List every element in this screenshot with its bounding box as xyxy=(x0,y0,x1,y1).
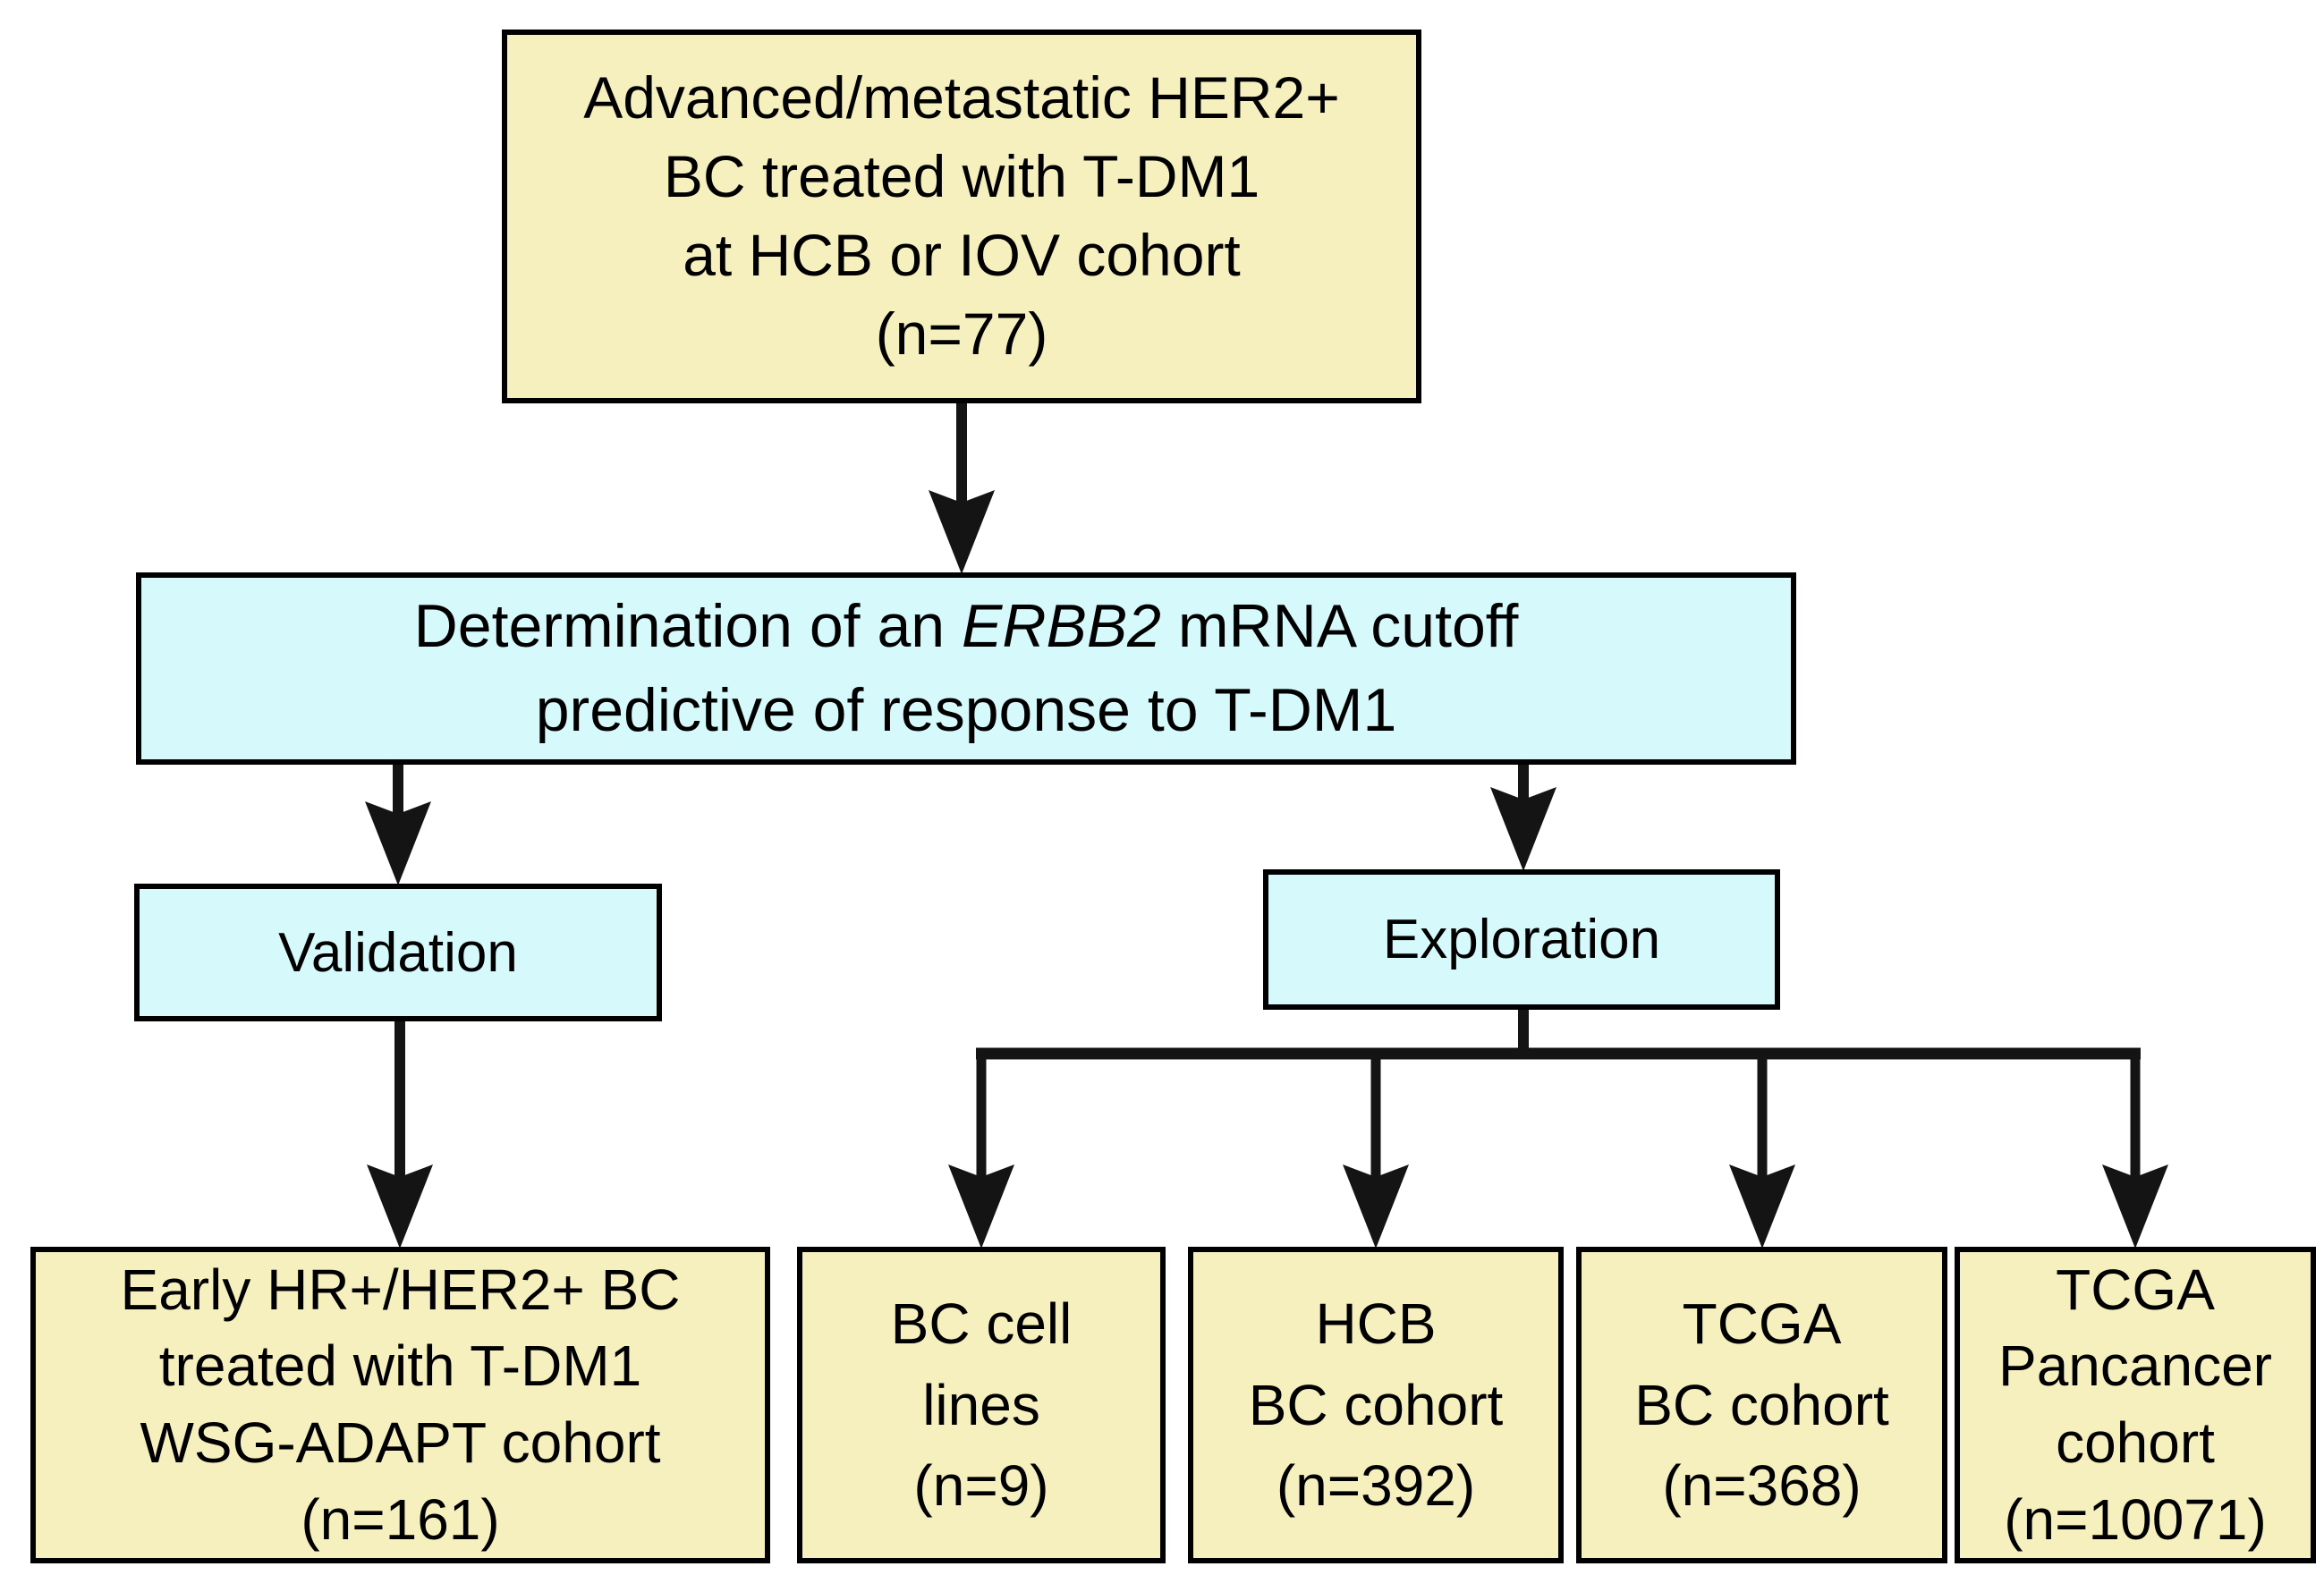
node-bc-cell-lines: BC cell lines (n=9) xyxy=(797,1247,1166,1563)
determination-prefix: Determination of an xyxy=(413,591,962,660)
node-sample-size: (n=9) xyxy=(913,1453,1049,1519)
node-text-line: Determination of an ERBB2 mRNA cutoff xyxy=(414,585,1519,669)
node-validation: Validation xyxy=(134,884,662,1021)
arrow-branch-to-tcga-pan-icon xyxy=(2102,1048,2168,1249)
node-sample-size: (n=368) xyxy=(1662,1453,1862,1519)
node-text-line: Pancancer xyxy=(1998,1334,2272,1399)
node-sample-size: (n=392) xyxy=(1276,1453,1476,1519)
node-text-line: WSG-ADAPT cohort xyxy=(140,1410,661,1475)
node-text-line: Early HR+/HER2+ BC xyxy=(120,1257,681,1322)
node-text-line: Advanced/metastatic HER2+ xyxy=(583,64,1340,131)
arrow-determination-to-validation-icon xyxy=(365,764,431,885)
arrow-branch-to-hcb-icon xyxy=(1343,1054,1409,1249)
node-text-line: HCB xyxy=(1315,1291,1437,1356)
node-text-line: Exploration xyxy=(1382,909,1661,970)
arrow-validation-to-wsg-icon xyxy=(367,1020,433,1249)
node-wsg-adapt-cohort: Early HR+/HER2+ BC treated with T-DM1 WS… xyxy=(30,1247,770,1563)
node-text-line: treated with T-DM1 xyxy=(158,1334,642,1399)
arrow-determination-to-exploration-icon xyxy=(1490,764,1556,871)
node-text-line: BC treated with T-DM1 xyxy=(663,143,1260,210)
node-sample-size: (n=10071) xyxy=(2004,1486,2267,1552)
node-tcga-bc-cohort: TCGA BC cohort (n=368) xyxy=(1576,1247,1947,1563)
node-text-line: BC cohort xyxy=(1634,1372,1889,1437)
node-text-line: BC cell xyxy=(890,1291,1073,1356)
arrow-branch-to-tcga-bc-icon xyxy=(1729,1054,1795,1249)
gene-symbol-italic: ERBB2 xyxy=(962,591,1161,660)
node-text-line: lines xyxy=(922,1372,1040,1437)
node-text-line: BC cohort xyxy=(1248,1372,1504,1437)
arrow-source-to-determination-icon xyxy=(929,403,995,574)
node-text-line: Validation xyxy=(278,921,518,984)
node-text-line: TCGA xyxy=(1682,1291,1842,1356)
node-tcga-pancancer-cohort: TCGA Pancancer cohort (n=10071) xyxy=(1955,1247,2316,1563)
node-text-line: TCGA xyxy=(2056,1257,2215,1322)
node-source-cohort: Advanced/metastatic HER2+ BC treated wit… xyxy=(502,30,1421,403)
node-exploration: Exploration xyxy=(1263,869,1780,1010)
node-determination: Determination of an ERBB2 mRNA cutoff pr… xyxy=(136,572,1796,765)
node-text-line: cohort xyxy=(2056,1410,2215,1475)
determination-suffix: mRNA cutoff xyxy=(1161,591,1519,660)
arrow-branch-to-cell-lines-icon xyxy=(948,1048,1014,1249)
node-hcb-bc-cohort: HCB BC cohort (n=392) xyxy=(1188,1247,1564,1563)
node-text-line: predictive of response to T-DM1 xyxy=(535,675,1397,744)
node-text-line: at HCB or IOV cohort xyxy=(683,222,1241,288)
node-sample-size: (n=77) xyxy=(875,300,1048,367)
node-sample-size: (n=161) xyxy=(301,1486,500,1552)
